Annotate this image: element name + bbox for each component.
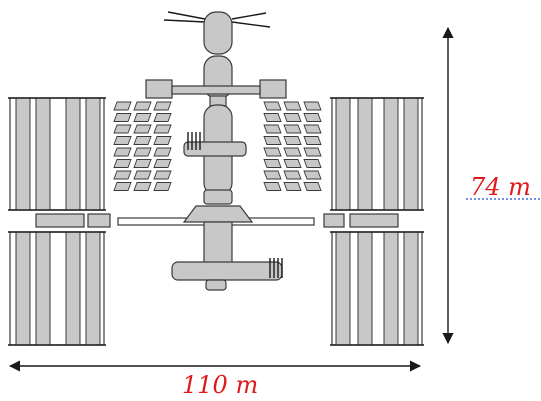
radiator-tile: [153, 147, 172, 157]
left-radiator-array: [113, 101, 172, 191]
radiator-tile: [303, 170, 322, 180]
radiator-tile: [283, 136, 302, 145]
radiator-tile: [263, 170, 282, 180]
radiator-tile: [153, 124, 172, 134]
radiator-tile: [283, 101, 302, 111]
radiator-tile: [153, 182, 172, 191]
radiator-tile: [283, 170, 302, 180]
truss-segment: [323, 213, 345, 228]
radiator-tile: [263, 147, 282, 157]
radiator-tile: [303, 113, 322, 122]
panel-strip: [85, 231, 101, 346]
truss-segment: [349, 213, 399, 228]
panel-strip: [335, 231, 351, 346]
radiator-tile: [283, 182, 302, 191]
left-solar-array: [8, 97, 106, 346]
radiator-tile: [113, 170, 132, 180]
side-block-left: [145, 79, 173, 99]
panel-strip: [335, 97, 351, 211]
panel-strip: [403, 231, 419, 346]
radiator-tile: [133, 124, 152, 134]
antenna: [163, 19, 206, 23]
radiator-tile: [303, 159, 322, 168]
radiator-tile: [263, 136, 282, 145]
cross-module: [183, 141, 247, 157]
radiator-tile: [263, 113, 282, 122]
radiator-tile: [153, 159, 172, 168]
antenna: [231, 21, 271, 28]
side-block-right: [259, 79, 287, 99]
radiator-tile: [113, 147, 132, 157]
panel-strip: [403, 97, 419, 211]
panel-strip: [383, 97, 399, 211]
radiator-tile: [263, 124, 282, 134]
height-label: 74 m: [470, 173, 531, 201]
panel-strip: [15, 231, 31, 346]
top-module: [203, 11, 233, 55]
radiator-tile: [303, 147, 322, 157]
radiator-tile: [113, 101, 132, 111]
radiator-tile: [263, 182, 282, 191]
radiator-tile: [263, 101, 282, 111]
radiator-tile: [133, 170, 152, 180]
bottom-module: [171, 261, 283, 281]
radiator-tile: [113, 124, 132, 134]
panel-strip: [357, 97, 373, 211]
node-crossbar: [171, 85, 261, 95]
panel-strip: [65, 231, 81, 346]
truss-segment: [87, 213, 111, 228]
panel-strip: [357, 231, 373, 346]
bottom-docking-port: [205, 279, 227, 291]
radiator-tile: [153, 113, 172, 122]
service-module: [203, 221, 233, 267]
lower-node: [203, 189, 233, 205]
antenna: [231, 12, 267, 20]
radiator-tile: [133, 136, 152, 145]
central-hub: [182, 205, 254, 223]
radiator-tile: [283, 124, 302, 134]
panel-strip: [85, 97, 101, 211]
radiator-tile: [113, 136, 132, 145]
radiator-tile: [113, 182, 132, 191]
radiator-tile: [133, 159, 152, 168]
panel-strip: [15, 97, 31, 211]
right-radiator-array: [263, 101, 322, 191]
radiator-tile: [303, 136, 322, 145]
radiator-tile: [153, 170, 172, 180]
radiator-tile: [113, 113, 132, 122]
radiator-tile: [153, 136, 172, 145]
panel-strip: [35, 231, 51, 346]
radiator-tile: [303, 124, 322, 134]
radiator-tile: [283, 159, 302, 168]
radiator-tile: [153, 101, 172, 111]
right-solar-array: [330, 97, 424, 346]
truss-segment: [35, 213, 85, 228]
radiator-tile: [303, 101, 322, 111]
radiator-tile: [283, 147, 302, 157]
radiator-tile: [303, 182, 322, 191]
antenna: [167, 11, 206, 20]
panel-strip: [35, 97, 51, 211]
radiator-tile: [133, 101, 152, 111]
panel-strip: [65, 97, 81, 211]
width-label: 110 m: [182, 371, 258, 399]
radiator-tile: [133, 182, 152, 191]
radiator-tile: [263, 159, 282, 168]
radiator-tile: [283, 113, 302, 122]
radiator-tile: [113, 159, 132, 168]
radiator-tile: [133, 147, 152, 157]
radiator-tile: [133, 113, 152, 122]
central-modules: [145, 11, 287, 291]
panel-strip: [383, 231, 399, 346]
